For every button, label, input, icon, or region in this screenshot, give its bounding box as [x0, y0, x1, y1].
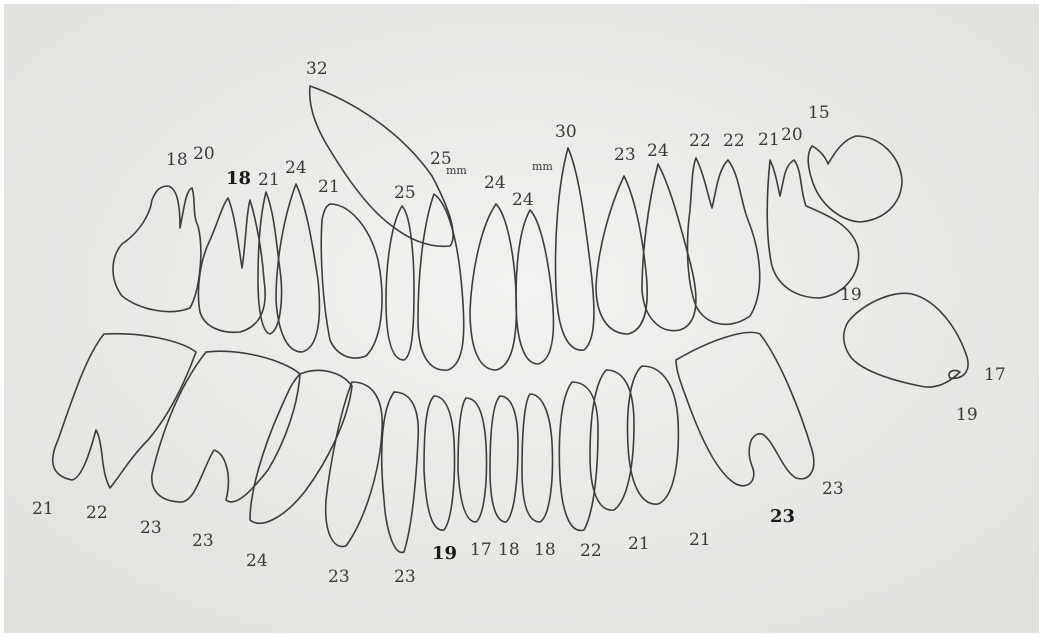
tooth-label: 24: [647, 141, 669, 161]
tooth-label: 24: [285, 158, 307, 178]
tooth-label: 30: [555, 122, 577, 142]
tooth-label: 21: [258, 170, 280, 190]
tooth-label: 19: [840, 285, 862, 305]
tooth-label: 23: [614, 145, 636, 165]
tooth-label: 23: [394, 567, 416, 587]
tooth-label: 24: [484, 173, 506, 193]
tooth-label: 21: [628, 534, 650, 554]
tooth-label: 22: [580, 541, 602, 561]
tooth-label: 32: [306, 59, 328, 79]
tooth-label: 20: [193, 144, 215, 164]
tooth-label: 19: [956, 405, 978, 425]
tooth-label: 21: [689, 530, 711, 550]
tooth-label: 23: [328, 567, 350, 587]
tooth-label: 25: [394, 183, 416, 203]
tooth-label: 18: [226, 168, 251, 189]
tooth-label: 19: [432, 543, 457, 564]
unit-label: mm: [446, 164, 467, 177]
tooth-label: 18: [498, 540, 520, 560]
tooth-label: 23: [140, 518, 162, 538]
tooth-label: 17: [984, 365, 1006, 385]
tooth-label: 18: [166, 150, 188, 170]
tooth-label: 22: [723, 131, 745, 151]
tooth-label: 23: [192, 531, 214, 551]
tooth-label: 24: [512, 190, 534, 210]
unit-label: mm: [532, 160, 553, 173]
tooth-label: 23: [822, 479, 844, 499]
tooth-label: 21: [32, 499, 54, 519]
tooth-label: 23: [770, 506, 795, 527]
tooth-label: 17: [470, 540, 492, 560]
tooth-label: 20: [781, 125, 803, 145]
tooth-label: 21: [318, 177, 340, 197]
tooth-label: 21: [758, 130, 780, 150]
tooth-label: 18: [534, 540, 556, 560]
tooth-label: 22: [689, 131, 711, 151]
tooth-label: 24: [246, 551, 268, 571]
paper: [4, 4, 1039, 633]
tooth-label: 15: [808, 103, 830, 123]
tooth-label: 22: [86, 503, 108, 523]
